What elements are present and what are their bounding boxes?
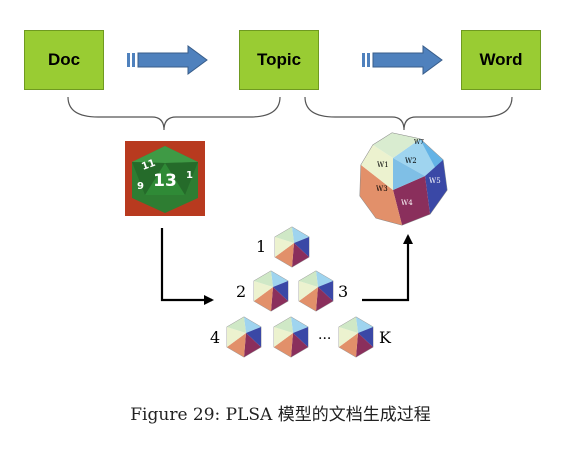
word-label-w3: W3 [376, 185, 388, 193]
doc-box: Doc [24, 30, 104, 90]
block-arrow-topic-word [362, 45, 443, 75]
topic-label-4: 4 [210, 328, 220, 347]
word-label-w7: W7 [414, 139, 424, 146]
arrow-topics-to-word [362, 234, 413, 302]
block-arrow-doc-topic [127, 45, 208, 75]
topic-box: Topic [239, 30, 319, 90]
word-die: W1 W2 W3 W4 W5 W7 [359, 132, 448, 226]
green-die-image: 11 13 9 1 [125, 141, 205, 216]
doc-label: Doc [47, 50, 81, 69]
die-number-1: 1 [186, 170, 193, 181]
word-box: Word [461, 30, 541, 90]
topic-die-2 [253, 270, 289, 312]
brace-topic-word [304, 96, 513, 131]
word-label-w2: W2 [405, 157, 417, 165]
die-number-9: 9 [137, 181, 144, 192]
word-label-w5: W5 [429, 177, 441, 185]
topic-die-3 [298, 270, 334, 312]
topic-die-1 [274, 226, 310, 268]
topic-label: Topic [256, 50, 302, 69]
topic-label-k: K [379, 328, 392, 347]
topic-label-1: 1 [256, 237, 266, 256]
brace-doc-topic [67, 96, 281, 131]
topic-label-3: 3 [338, 282, 348, 301]
topic-ellipsis: ··· [318, 331, 331, 347]
topic-die-5 [273, 316, 309, 358]
word-label: Word [479, 50, 523, 69]
topic-label-2: 2 [236, 282, 246, 301]
die-number-13: 13 [153, 171, 177, 191]
figure-caption: Figure 29: PLSA 模型的文档生成过程 [130, 405, 431, 425]
die-number-11: 11 [140, 158, 157, 173]
word-label-w1: W1 [377, 161, 389, 169]
arrow-doc-to-topics [160, 228, 214, 305]
topic-die-4 [226, 316, 262, 358]
word-label-w4: W4 [401, 199, 413, 207]
topic-die-k [338, 316, 374, 358]
